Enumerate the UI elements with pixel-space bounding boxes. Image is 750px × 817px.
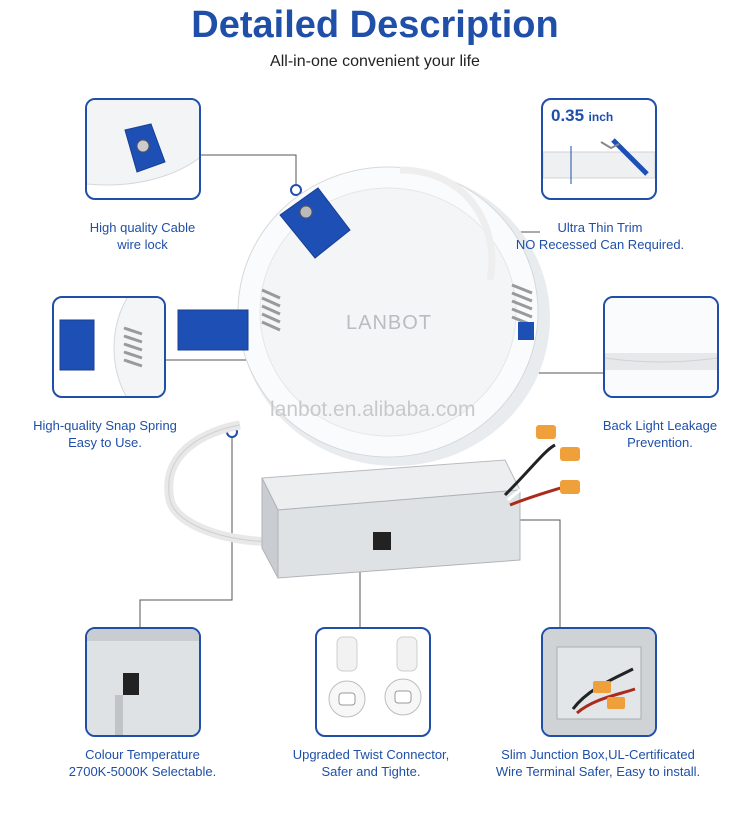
watermark: lanbot.en.alibaba.com [270, 398, 476, 421]
brand-logo: LANBOT [346, 312, 433, 334]
cable-lock-caption-line1: High quality Cable [89, 220, 196, 235]
connector-caption: Upgraded Twist Connector, Safer and Tigh… [280, 746, 462, 780]
thin-trim-closeup [543, 138, 655, 184]
leakage-caption-line2: Prevention. [627, 435, 693, 450]
leakage-caption-line1: Back Light Leakage [602, 418, 718, 433]
connector-caption-line1: Upgraded Twist Connector, [292, 747, 450, 762]
trim-measurement: 0.35 inch [551, 106, 613, 126]
colour-switch [373, 532, 391, 550]
junction-box-closeup [543, 629, 655, 735]
page-title: Detailed Description [191, 4, 559, 46]
colour-temp-caption: Colour Temperature 2700K-5000K Selectabl… [55, 746, 230, 780]
connector-closeup [328, 636, 422, 718]
trim-measurement-unit: inch [588, 110, 614, 124]
cable-lock-detail-image [85, 98, 201, 200]
cable-lock-caption: High quality Cable wire lock [70, 219, 215, 253]
junction-box-caption: Slim Junction Box,UL-Certificated Wire T… [478, 746, 718, 780]
colour-temp-closeup [87, 629, 199, 735]
junction-box-detail-image [541, 627, 657, 737]
page-subtitle: All-in-one convenient your life [270, 53, 480, 70]
colour-temp-caption-line1: Colour Temperature [85, 747, 200, 762]
thin-trim-caption: Ultra Thin Trim NO Recessed Can Required… [500, 219, 700, 253]
cable-lock-caption-line2: wire lock [117, 237, 168, 252]
snap-spring-caption: High-quality Snap Spring Easy to Use. [15, 417, 195, 451]
cable-lock-clip [279, 187, 351, 259]
colour-temp-detail-image [85, 627, 201, 737]
trim-measurement-value: 0.35 [551, 106, 585, 125]
colour-temp-caption-line2: 2700K-5000K Selectable. [68, 764, 217, 779]
thin-trim-detail-image: 0.35 inch [541, 98, 657, 200]
cable-lock-closeup [87, 100, 199, 186]
snap-spring-caption-line2: Easy to Use. [68, 435, 142, 450]
snap-spring-closeup [59, 298, 164, 396]
snap-spring-detail-image [52, 296, 166, 398]
leakage-detail-image [603, 296, 719, 398]
junction-box-caption-line1: Slim Junction Box,UL-Certificated [501, 747, 695, 762]
snap-spring-caption-line1: High-quality Snap Spring [33, 418, 177, 433]
thin-trim-caption-line1: Ultra Thin Trim [557, 220, 643, 235]
leakage-closeup [605, 298, 717, 396]
wire-connector [560, 480, 580, 494]
connector-detail-image [315, 627, 431, 737]
callout-dot-cable-lock [290, 184, 302, 196]
wire-connector [560, 447, 580, 461]
thin-trim-caption-line2: NO Recessed Can Required. [515, 237, 685, 252]
snap-spring-clip [177, 309, 249, 351]
junction-box-caption-line2: Wire Terminal Safer, Easy to install. [495, 764, 701, 779]
connector-caption-line2: Safer and Tighte. [321, 764, 421, 779]
leakage-caption: Back Light Leakage Prevention. [590, 417, 730, 451]
wire-connector [536, 425, 556, 439]
